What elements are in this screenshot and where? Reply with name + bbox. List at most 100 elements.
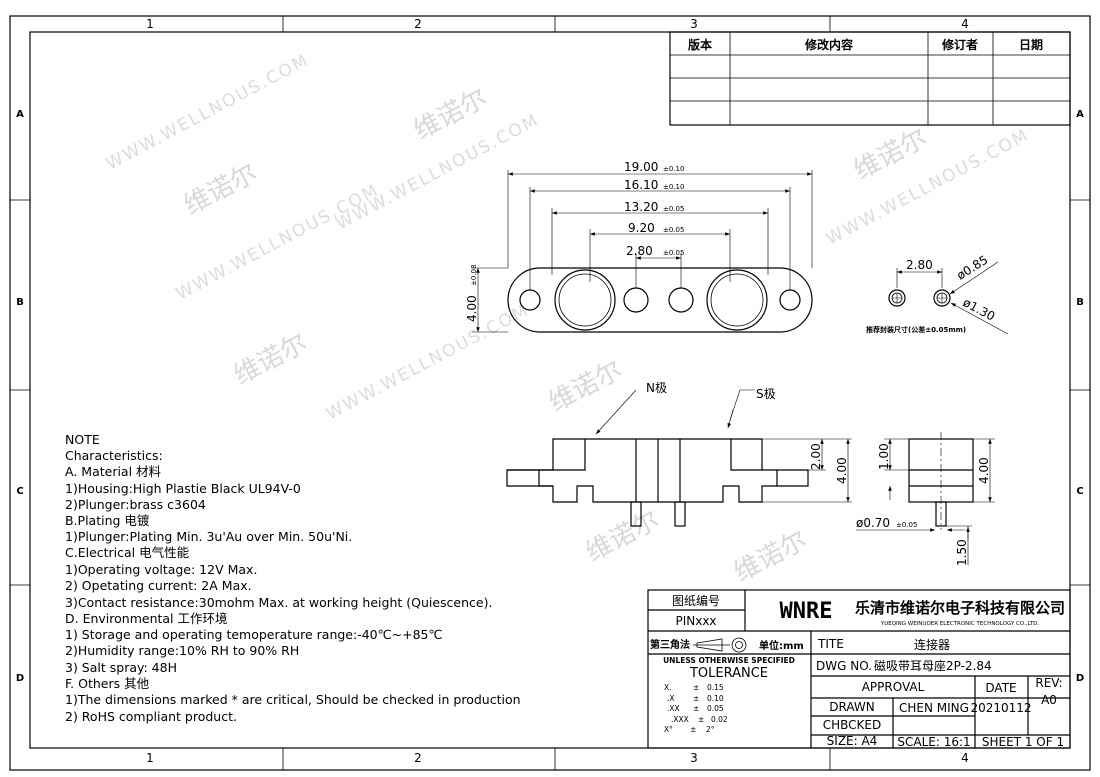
approval-label: APPROVAL (862, 680, 925, 694)
company-name-en: YUEQING WEINUOER ELECTRONIC TECHNOLOGY C… (880, 621, 1040, 627)
column-label: 2 (414, 17, 422, 31)
revision-table: 版本 修改内容 修订者 日期 (669, 31, 1071, 126)
watermark-en: WWW.WELLNOUS.COM (103, 50, 313, 174)
svg-text:±: ± (698, 715, 704, 724)
front-view: 2.00 4.00 N极 S极 (506, 381, 852, 527)
tolerance-note: UNLESS OTHERWISE SPECIFIED (663, 656, 795, 665)
checked-label: CHBCKED (823, 718, 882, 732)
dimension-value: 16.10 (624, 178, 658, 192)
notes: NOTE Characteristics: A. Material 材料 1)H… (65, 432, 521, 724)
paper-size: SIZE: A4 (827, 734, 878, 748)
svg-text:.X: .X (667, 694, 675, 703)
note-line: 3)Contact resistance:30mohm Max. at work… (65, 595, 492, 610)
third-angle-projection-icon (693, 637, 747, 653)
drawing-frame: 1 2 3 4 1 2 3 4 A B C D A B C D (9, 15, 1091, 771)
row-label: B (1076, 297, 1084, 308)
svg-text:0.10: 0.10 (707, 694, 724, 703)
svg-text:0.05: 0.05 (707, 704, 724, 713)
svg-text:.XXX: .XXX (671, 715, 689, 724)
dimension-value: 19.00 (624, 160, 658, 174)
height-dimension: 1.00 (877, 443, 891, 470)
note-line: C.Electrical 电气性能 (65, 545, 190, 560)
watermark-cn: 维诺尔 (544, 355, 627, 418)
dimension-tolerance: ±0.10 (663, 165, 684, 173)
pin-diameter: ø0.70 (856, 516, 890, 530)
svg-text:.XX: .XX (667, 704, 680, 713)
footprint-pitch: 2.80 (906, 258, 933, 272)
row-label: D (1076, 673, 1084, 684)
dimension-value: 13.20 (624, 200, 658, 214)
column-label: 3 (690, 17, 698, 31)
dimension-tolerance: ±0.08 (470, 265, 478, 286)
svg-text:±: ± (693, 683, 699, 692)
dimension-tolerance: ±0.05 (663, 249, 684, 257)
note-line: 1)Operating voltage: 12V Max. (65, 562, 257, 577)
dwg-no: 磁吸带耳母座2P-2.84 (874, 658, 992, 673)
watermark-cn: 维诺尔 (729, 525, 812, 588)
revision-header: 版本 (688, 37, 712, 52)
note-line: 3) Salt spray: 48H (65, 660, 177, 675)
column-label: 4 (961, 17, 969, 31)
scale: SCALE: 16:1 (897, 735, 970, 749)
sheet: SHEET 1 OF 1 (982, 735, 1064, 749)
dimension-value: 4.00 (465, 295, 479, 322)
dwg-no-label: DWG NO. (816, 659, 872, 673)
tolerance-table: X.±0.15 .X±0.10 .XX±0.05 .XXX±0.02 X°±2° (664, 683, 728, 734)
revision-header: 修改内容 (804, 37, 853, 52)
drawing-number-label: 图纸编号 (672, 593, 720, 608)
dimension-value: 9.20 (628, 221, 655, 235)
note-line: NOTE (65, 432, 100, 447)
note-line: 2)Plunger:brass c3604 (65, 497, 206, 512)
note-line: F. Others 其他 (65, 676, 150, 691)
projection-label: 第三角法 (650, 638, 690, 651)
note-line: 1)Housing:High Plastie Black UL94V-0 (65, 481, 301, 496)
column-label: 2 (414, 751, 422, 765)
revision-header: 日期 (1019, 37, 1043, 52)
unit-label: 单位:mm (759, 639, 804, 652)
watermark-en: WWW.WELLNOUS.COM (323, 300, 533, 424)
date: 20210112 (970, 701, 1031, 715)
title-label: TITE (817, 637, 844, 651)
note-line: 2)Humidity range:10% RH to 90% RH (65, 643, 299, 658)
row-label: C (1076, 486, 1083, 497)
column-label: 1 (146, 751, 154, 765)
drawing-title: 连接器 (914, 637, 950, 652)
svg-text:0.02: 0.02 (711, 715, 728, 724)
note-line: D. Environmental 工作环境 (65, 611, 228, 626)
revision-header: 修订者 (941, 37, 978, 52)
row-label: A (1076, 109, 1084, 120)
dimension-tolerance: ±0.05 (663, 226, 684, 234)
note-line: 1)Plunger:Plating Min. 3u'Au over Min. 5… (65, 529, 352, 544)
height-dimension: 2.00 (809, 443, 823, 470)
note-line: Characteristics: (65, 448, 163, 463)
svg-text:2°: 2° (706, 725, 715, 734)
watermark-cn: 维诺尔 (581, 505, 664, 568)
rev-label: REV: (1035, 676, 1062, 690)
pin-length: 1.50 (955, 539, 969, 566)
svg-text:0.15: 0.15 (707, 683, 724, 692)
company-logo: WNRE (780, 599, 833, 624)
pin-tolerance: ±0.05 (896, 521, 917, 529)
title-block: 图纸编号 PINxxx WNRE 乐清市维诺尔电子科技有限公司 YUEQING … (647, 589, 1071, 749)
drawn-by: CHEN MING (899, 701, 969, 715)
height-dimension: 4.00 (977, 457, 991, 484)
top-view: 19.00±0.10 16.10±0.10 13.20±0.05 9.20±0.… (465, 160, 813, 333)
footprint-caption: 推荐封装尺寸(公差±0.05mm) (866, 325, 966, 334)
side-view: 1.00 4.00 ø0.70 ±0.05 1.50 (856, 432, 995, 566)
svg-text:±: ± (693, 694, 699, 703)
watermark-cn: 维诺尔 (179, 158, 262, 221)
row-label: B (16, 297, 24, 308)
drawn-label: DRAWN (829, 700, 875, 714)
note-line: 1) Storage and operating temoperature ra… (65, 627, 443, 642)
note-line: 2) RoHS compliant product. (65, 709, 237, 724)
height-dimension: 4.00 (835, 457, 849, 484)
footprint-outer-diameter: ø1.30 (961, 295, 998, 323)
note-line: 2) Opetating current: 2A Max. (65, 578, 252, 593)
row-label: A (16, 109, 24, 120)
column-label: 3 (690, 751, 698, 765)
row-label: C (16, 486, 23, 497)
tolerance-title: TOLERANCE (689, 666, 768, 681)
note-line: A. Material 材料 (65, 464, 162, 479)
dimension-value: 2.80 (626, 244, 653, 258)
n-pole-label: N极 (646, 381, 667, 395)
